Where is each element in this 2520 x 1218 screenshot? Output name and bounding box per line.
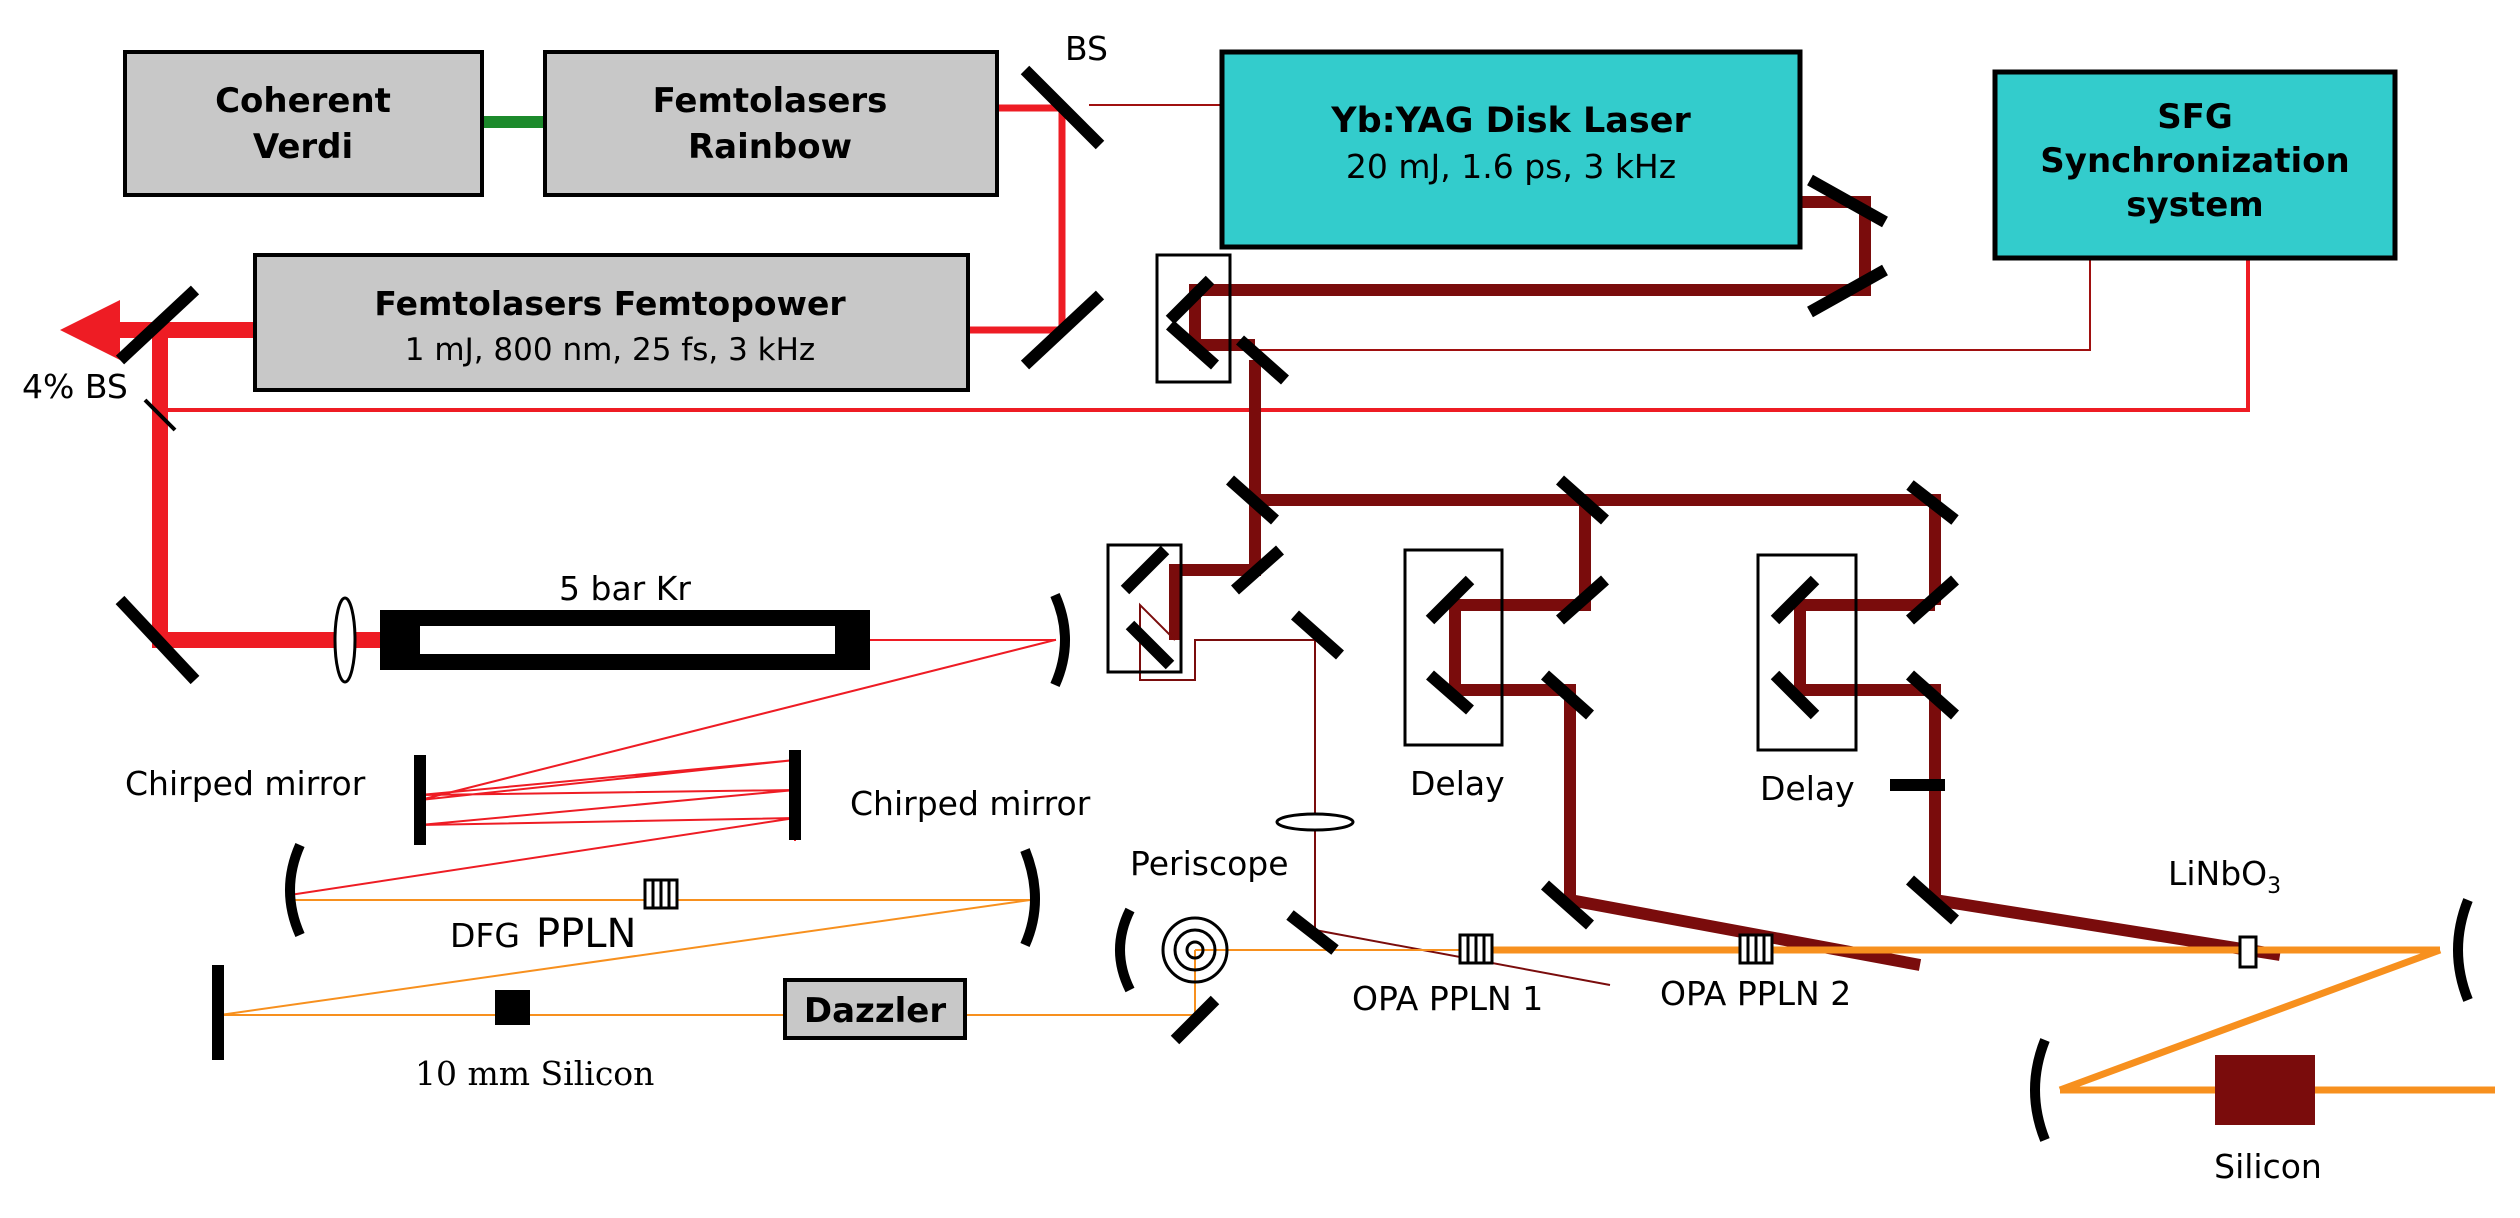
ti-sapphire-beam [92,104,2250,897]
kr-label: 5 bar Kr [559,569,691,608]
ybyag-label-2: 20 mJ, 1.6 ps, 3 kHz [1346,147,1676,186]
labels: BS 4% BS 5 bar Kr Chirped mirror Chirped… [22,29,2322,1186]
linbo3-label: LiNbO3 [2168,854,2281,899]
yb-beam [1169,196,2281,971]
periscope-symbol [1161,916,1229,984]
retroreflector-frames [1106,253,1858,752]
bs4-label: 4% BS [22,367,128,406]
beamsplitter-4pct [143,398,177,432]
flat-mirrors [115,65,1959,1060]
ppln-label: PPLN [536,911,636,957]
output-arrow [60,300,120,360]
silicon-block [2215,1055,2315,1125]
femtopower-label-1: Femtolasers Femtopower [374,284,846,323]
focus-lens [333,596,357,684]
delay-2-label: Delay [1760,769,1855,808]
opa-ppln-1-label: OPA PPLN 1 [1352,979,1543,1018]
rainbow-label-1: Femtolasers [653,81,888,121]
crystals [643,878,2258,969]
bs-label: BS [1065,29,1108,68]
delay-1-label: Delay [1410,764,1505,803]
periscope-label: Periscope [1130,844,1289,883]
silicon-label: Silicon [2214,1147,2322,1186]
opa-ppln-2-label: OPA PPLN 2 [1660,974,1851,1013]
dazzler-box: Dazzler [783,978,967,1040]
ybyag-laser-box: Yb:YAG Disk Laser 20 mJ, 1.6 ps, 3 kHz [1219,49,1803,250]
ybyag-label-1: Yb:YAG Disk Laser [1330,101,1691,141]
verdi-label-1: Coherent [215,81,391,121]
periscope-beam [1139,602,1611,986]
chirped-mirror-2-label: Chirped mirror [850,784,1091,823]
periscope-lens [1275,812,1355,832]
sfg-sync-box: SFG Synchronization system [1992,69,2398,261]
sfg-label-1: SFG [2157,97,2233,137]
femtopower-box: Femtolasers Femtopower 1 mJ, 800 nm, 25 … [253,253,970,392]
rainbow-box: Femtolasers Rainbow [543,50,999,197]
silicon-10mm [495,990,530,1025]
sfg-label-2: Synchronization [2040,141,2349,181]
beams [60,104,2495,1094]
silicon-10mm-label: 10 mm Silicon [415,1054,654,1093]
sfg-label-3: system [2126,185,2263,225]
chirped-mirror-1-label: Chirped mirror [125,764,366,803]
curved-mirrors [285,592,2473,1142]
dfg-label: DFG [450,916,520,955]
femtopower-label-2: 1 mJ, 800 nm, 25 fs, 3 kHz [405,332,815,368]
rainbow-label-2: Rainbow [688,127,852,167]
verdi-label-2: Verdi [253,127,353,167]
verdi-box: Coherent Verdi [123,50,484,197]
kr-fiber [380,610,870,670]
dazzler-label: Dazzler [804,991,946,1031]
